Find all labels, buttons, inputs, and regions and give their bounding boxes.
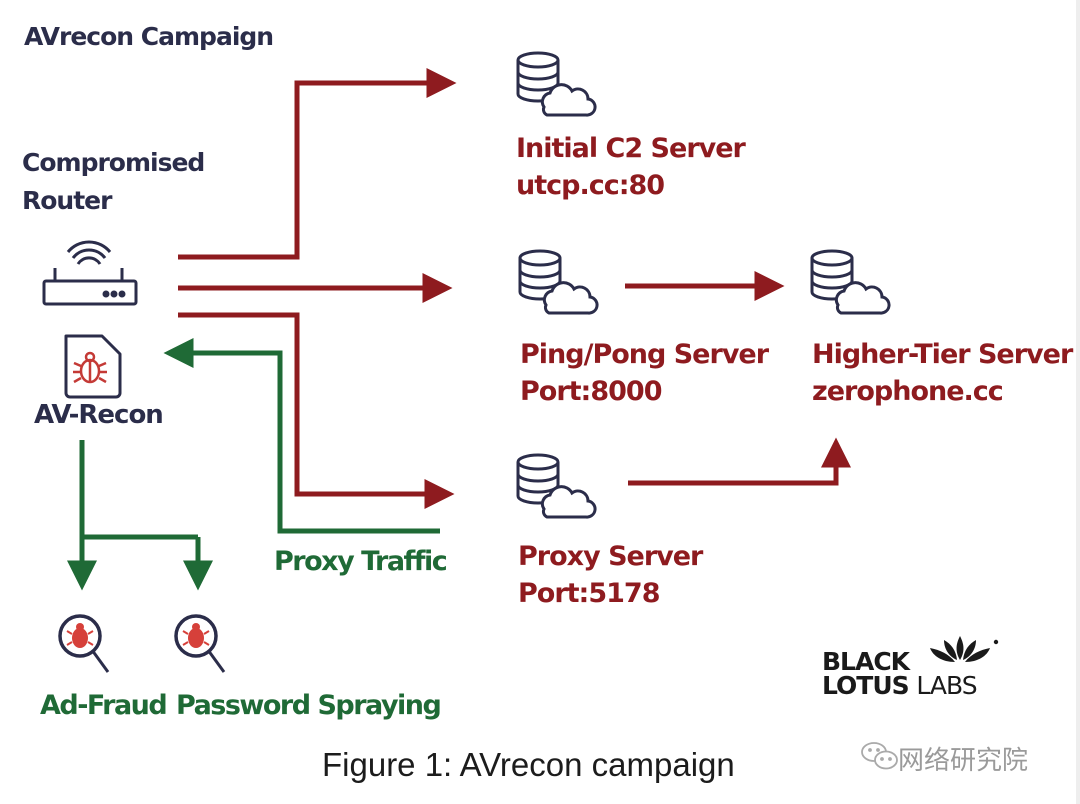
edge-proxy-traffic-to-av-recon xyxy=(163,338,440,534)
server-detail: Port:5178 xyxy=(518,578,661,609)
router-icon xyxy=(42,240,138,306)
magnifier-bug-icon xyxy=(58,614,110,673)
watermark: 网络研究院 xyxy=(862,740,1028,777)
edge-router-to-proxy xyxy=(178,312,455,509)
initial-c2-server-label: Initial C2 Server utcp.cc:80 xyxy=(516,130,746,204)
logo-line1: BLACK xyxy=(822,647,910,676)
malware-file-bug-icon xyxy=(64,334,122,399)
logo-line2: LOTUS LABS xyxy=(822,671,978,700)
proxy-traffic-label: Proxy Traffic xyxy=(274,546,448,577)
logo-lotus-word: LOTUS xyxy=(822,671,910,700)
right-edge-strip xyxy=(1076,0,1080,804)
server-detail: Port:8000 xyxy=(520,376,663,407)
av-recon-label: AV-Recon xyxy=(34,400,164,430)
diagram-title: AVrecon Campaign xyxy=(24,22,274,51)
database-cloud-icon xyxy=(516,453,597,519)
higher-tier-server-label: Higher-Tier Server zerophone.cc xyxy=(812,336,1073,410)
edge-proxy-to-higher-tier xyxy=(628,437,851,486)
ping-pong-server-label: Ping/Pong Server Port:8000 xyxy=(520,336,769,410)
database-cloud-icon xyxy=(516,51,597,117)
edge-router-to-initial-c2 xyxy=(178,68,457,260)
password-spraying-label: Password Spraying xyxy=(176,690,442,721)
server-name: Higher-Tier Server xyxy=(812,339,1073,370)
router-label-line2: Router xyxy=(22,186,112,215)
server-detail: utcp.cc:80 xyxy=(516,170,665,201)
logo-labs-word: LABS xyxy=(916,671,977,700)
database-cloud-icon xyxy=(810,249,891,315)
lotus-icon xyxy=(930,636,999,662)
compromised-router-label: Compromised Router xyxy=(22,144,205,220)
ad-fraud-label: Ad-Fraud xyxy=(40,690,168,721)
black-lotus-labs-logo: BLACK LOTUS LABS xyxy=(822,647,978,700)
server-name: Proxy Server xyxy=(518,541,703,572)
server-name: Initial C2 Server xyxy=(516,133,746,164)
server-detail: zerophone.cc xyxy=(812,376,1004,407)
figure-caption: Figure 1: AVrecon campaign xyxy=(322,746,735,783)
router-label-line1: Compromised xyxy=(22,148,205,177)
wechat-icon xyxy=(861,742,898,770)
watermark-text: 网络研究院 xyxy=(898,746,1029,776)
magnifier-bug-icon xyxy=(174,614,226,673)
server-name: Ping/Pong Server xyxy=(520,339,769,370)
database-cloud-icon xyxy=(518,249,599,315)
proxy-server-label: Proxy Server Port:5178 xyxy=(518,538,703,612)
